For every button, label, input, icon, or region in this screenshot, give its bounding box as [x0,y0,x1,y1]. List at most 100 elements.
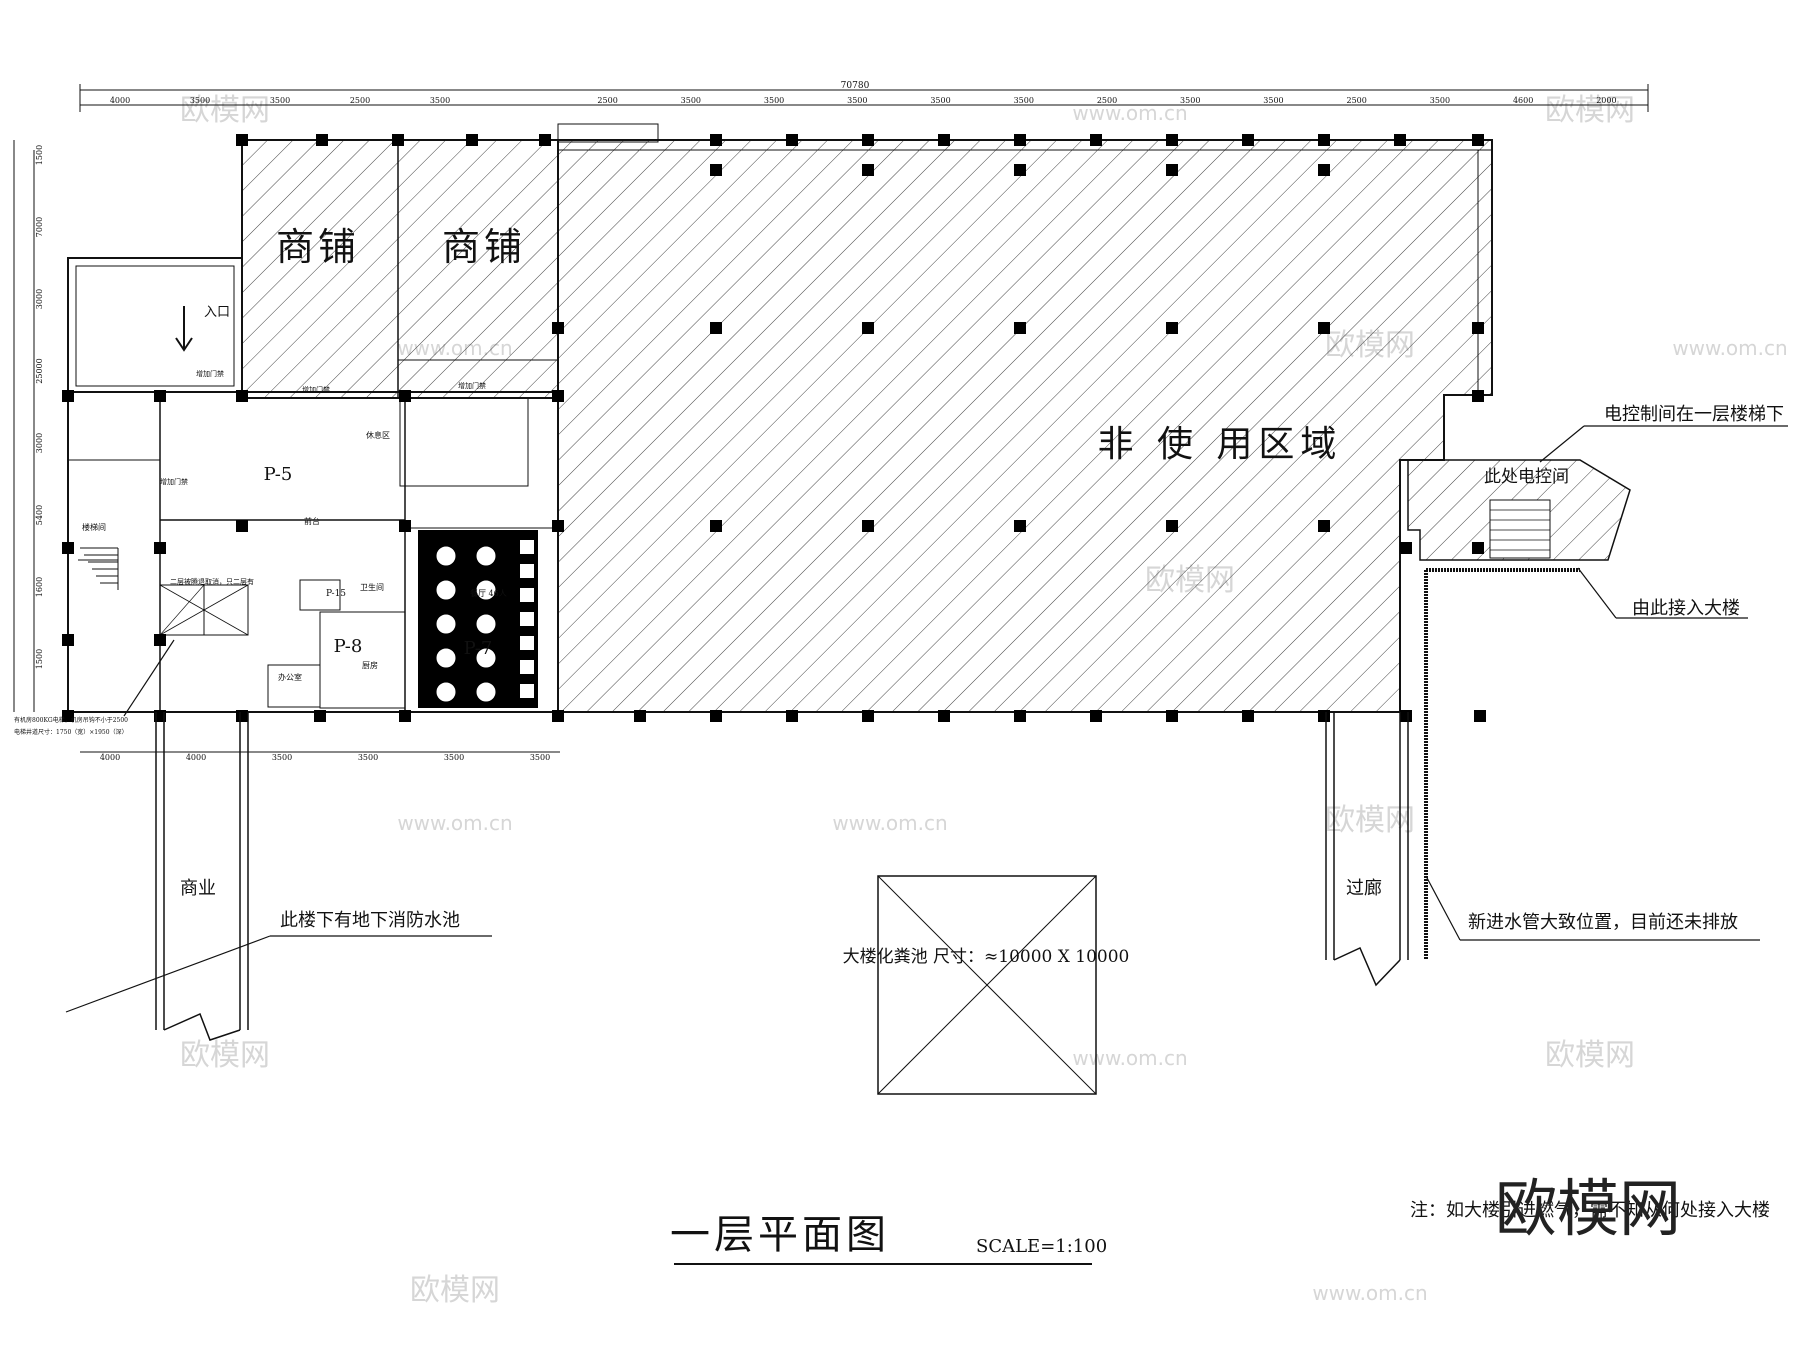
column [392,134,404,146]
column [316,134,328,146]
room-label-front-desk: 前台 [304,516,320,526]
left-dimension-label: 5400 [35,505,44,525]
column [154,390,166,402]
watermark: www.om.cn [397,811,512,835]
column [1014,520,1026,532]
column [236,134,248,146]
left-dimension-chain [13,140,35,712]
room-label-p5: P-5 [264,464,293,485]
top-dimension-label: 3500 [1014,96,1034,105]
room-label-p7: P-7 [464,638,493,659]
room-label-restaurant: 餐厅 46人 [470,589,507,598]
hatched-shops [241,139,559,399]
stair-treads [80,547,119,590]
column [552,390,564,402]
watermark: 欧模网 [180,93,270,128]
column [1400,710,1412,722]
column [710,134,722,146]
column [1472,390,1484,402]
column [1318,134,1330,146]
bottom-dimension-label: 4000 [100,753,120,762]
room-label-lounge: 休息区 [366,430,390,440]
restaurant-table [475,647,497,669]
drawing-scale: SCALE=1:100 [976,1236,1107,1257]
watermark: 欧模网 [1325,803,1415,838]
column [1166,710,1178,722]
column [154,634,166,646]
watermark: www.om.cn [832,811,947,835]
column [1318,710,1330,722]
top-dimension-label: 3500 [1430,96,1450,105]
room-label-elec-room: 此处电控间 [1484,467,1569,487]
column [154,542,166,554]
column [314,710,326,722]
booth-seat [520,564,534,578]
column [62,542,74,554]
annotation-septic-tank: 大楼化粪池 尺寸：≈10000 X 10000 [843,947,1130,967]
water-pipe-line [1424,568,1580,960]
electric-room-area [1407,459,1631,561]
column [634,710,646,722]
top-dimension-label: 3500 [764,96,784,105]
left-dimension-label: 25000 [35,358,44,383]
column [1166,322,1178,334]
column [552,710,564,722]
room-label-office: 办公室 [278,672,302,682]
restaurant-table [435,613,457,635]
top-dimension-label: 3500 [1180,96,1200,105]
corridor-walkway [1325,712,1409,987]
brand-watermark: 欧模网 [1495,1172,1681,1245]
watermark: www.om.cn [1072,1046,1187,1070]
column [62,390,74,402]
column [1318,164,1330,176]
column [1474,710,1486,722]
column [539,134,551,146]
room-label-p15: P-15 [326,589,346,599]
lift-note: 二层被腾退取消，只二层有 [170,577,254,586]
door-label-1: 增加门禁 [196,369,224,378]
column [862,520,874,532]
top-dimension-label: 4600 [1513,96,1533,105]
booth-seat [520,588,534,602]
room-label-shop-1: 商铺 [276,225,360,269]
hatched-unused-area [557,123,1493,713]
watermark: 欧模网 [180,1038,270,1073]
watermark: 欧模网 [1545,1038,1635,1073]
door-label-3: 增加门禁 [458,381,486,390]
restaurant-table [475,579,497,601]
annotation-fire-pool: 此楼下有地下消防水池 [280,910,460,931]
restaurant-table [475,681,497,703]
column [710,322,722,334]
top-dimension-label: 2000 [1596,96,1616,105]
column [938,710,950,722]
room-label-stair: 楼梯间 [82,522,106,532]
annotation-gas: 注：如大楼引进燃气，需不知从何处接入大楼 [1410,1200,1770,1221]
annotation-elec-room: 电控制间在一层楼梯下 [1604,404,1784,425]
column [1318,520,1330,532]
restaurant-table [475,613,497,635]
door-label-4: 增加门禁 [160,477,188,486]
column [710,164,722,176]
bottom-dimension-label: 3500 [444,753,464,762]
room-label-commerce: 商业 [180,878,216,899]
top-dimension-label: 2500 [350,96,370,105]
column [1090,710,1102,722]
column [236,520,248,532]
column [1166,164,1178,176]
booth-seat [520,540,534,554]
column [62,710,74,722]
column [552,322,564,334]
column [399,390,411,402]
top-dimension-label: 3500 [270,96,290,105]
structural-columns [62,134,1486,722]
column [1472,542,1484,554]
column [1400,542,1412,554]
entrance-arrow-icon [175,306,193,352]
room-label-toilet: 卫生间 [360,582,384,592]
column [1242,134,1254,146]
left-dimension-label: 7000 [35,217,44,237]
